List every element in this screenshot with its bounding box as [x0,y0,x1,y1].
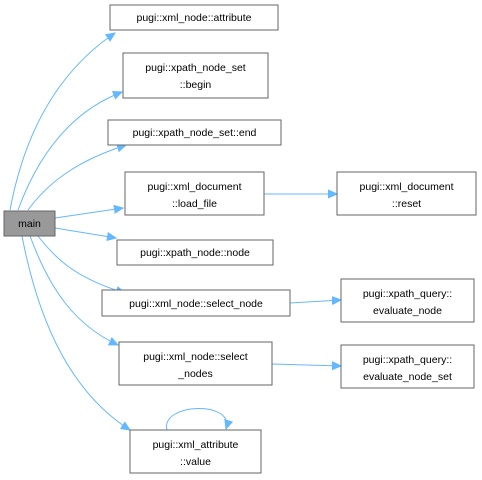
edges [9,33,341,430]
edge-main-to-end [27,145,126,211]
node-main-label: main [18,218,41,230]
node-xpath-node-set-end[interactable]: pugi::xpath_node_set::end [107,119,282,146]
node-xpath-node-node[interactable]: pugi::xpath_node::node [116,239,274,266]
edge-value-self-loop [166,408,227,430]
node-xml-document-load-file-label-line1: pugi::xml_document [148,181,242,193]
node-main[interactable]: main [3,210,56,237]
edge-main-to-node [54,227,116,238]
node-xml-node-select-nodes[interactable]: pugi::xml_node::select _nodes [118,341,273,386]
node-xpath-query-evaluate-node-set-label-line1: pugi::xpath_query:: [363,354,452,366]
edge-main-to-attribute [9,33,115,211]
node-xml-document-reset[interactable]: pugi::xml_document ::reset [336,171,477,216]
node-xml-attribute-value-label-line1: pugi::xml_attribute [153,439,239,451]
node-xml-node-attribute[interactable]: pugi::xml_node::attribute [109,4,279,31]
node-xml-document-reset-label-line1: pugi::xml_document [360,181,454,193]
node-xml-attribute-value-label-line2: ::value [180,456,211,468]
node-xml-node-attribute-label: pugi::xml_node::attribute [137,12,252,24]
edge-main-to-begin [17,92,122,211]
node-xpath-query-evaluate-node-set-label-line2: evaluate_node_set [363,371,452,383]
node-xpath-query-evaluate-node-set[interactable]: pugi::xpath_query:: evaluate_node_set [340,344,475,389]
edge-main-to-select-node [37,235,125,293]
node-xml-document-reset-label-line2: ::reset [392,198,421,210]
edge-select-node-to-evaluate-node [289,300,341,303]
node-xpath-node-node-label: pugi::xpath_node::node [140,247,250,259]
node-xml-node-select-node-label: pugi::xml_node::select_node [129,298,263,310]
edge-main-to-value [21,235,130,430]
node-xml-node-select-nodes-label-line1: pugi::xml_node::select [143,351,248,363]
node-xml-document-load-file[interactable]: pugi::xml_document ::load_file [124,171,265,216]
node-xml-node-select-nodes-label-line2: _nodes [177,368,212,380]
node-xml-document-load-file-label-line2: ::load_file [172,198,217,210]
node-xml-node-select-node[interactable]: pugi::xml_node::select_node [101,289,291,317]
node-xpath-query-evaluate-node[interactable]: pugi::xpath_query:: evaluate_node [340,278,475,323]
node-xpath-node-set-begin-label-line1: pugi::xpath_node_set [145,62,245,74]
edge-main-to-select-nodes [29,235,118,345]
node-xpath-node-set-end-label: pugi::xpath_node_set::end [133,127,257,139]
node-xpath-query-evaluate-node-label-line1: pugi::xpath_query:: [363,288,452,300]
nodes: main pugi::xml_node::attribute pugi::xpa… [3,4,477,474]
node-xml-attribute-value[interactable]: pugi::xml_attribute ::value [129,429,262,474]
edge-main-to-load-file [54,208,123,219]
edge-select-nodes-to-evaluate-node-set [271,364,341,366]
node-xpath-query-evaluate-node-label-line2: evaluate_node [373,305,442,317]
node-xpath-node-set-begin-label-line2: ::begin [180,79,212,91]
node-xpath-node-set-begin[interactable]: pugi::xpath_node_set ::begin [122,52,269,99]
